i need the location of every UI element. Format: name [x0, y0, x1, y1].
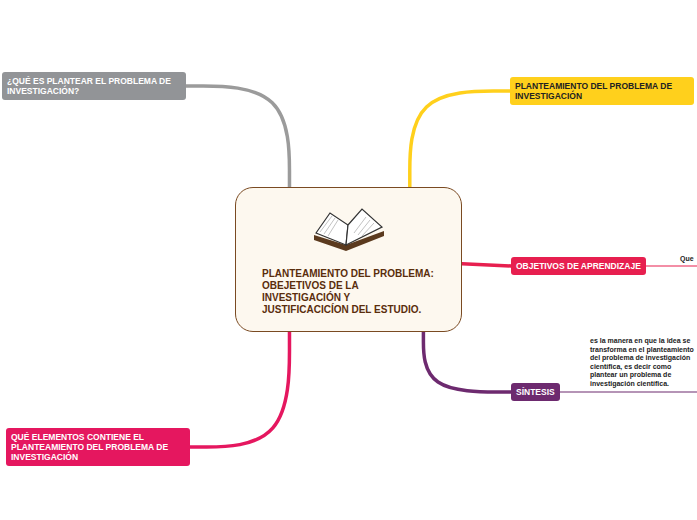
branch-topic: OBJETIVOS DE APRENDIZAJE [511, 257, 646, 275]
branch-topic: PLANTEAMIENTO DEL PROBLEMA DE INVESTIGAC… [510, 77, 694, 105]
topic-text: ¿QUÉ ES PLANTEAR EL PROBLEMA DE INVESTIG… [7, 76, 181, 96]
subtopic-text: es la manera en que la idea se transform… [590, 337, 694, 388]
book-icon [310, 205, 388, 253]
branch-connector [186, 86, 289, 187]
topic-text: SÍNTESIS [516, 387, 555, 397]
branch-connector [410, 91, 510, 187]
branch-topic: SÍNTESIS [511, 383, 560, 401]
subtopic-line [560, 391, 697, 392]
branch-connector [423, 332, 511, 392]
central-topic: PLANTEAMIENTO DEL PROBLEMA: OBEJETIVOS D… [235, 187, 462, 332]
branch-connector [190, 332, 289, 447]
branch-topic: QUÉ ELEMENTOS CONTIENE EL PLANTEAMIENTO … [6, 428, 190, 466]
subtopic-text: Que [680, 255, 694, 264]
topic-text: OBJETIVOS DE APRENDIZAJE [516, 261, 641, 271]
topic-text: QUÉ ELEMENTOS CONTIENE EL PLANTEAMIENTO … [11, 432, 185, 462]
branch-topic: ¿QUÉ ES PLANTEAR EL PROBLEMA DE INVESTIG… [2, 72, 186, 100]
branch-connector [462, 264, 511, 266]
topic-text: PLANTEAMIENTO DEL PROBLEMA DE INVESTIGAC… [515, 81, 689, 101]
topic-text: PLANTEAMIENTO DEL PROBLEMA: OBEJETIVOS D… [262, 268, 434, 316]
subtopic-line [646, 265, 697, 266]
